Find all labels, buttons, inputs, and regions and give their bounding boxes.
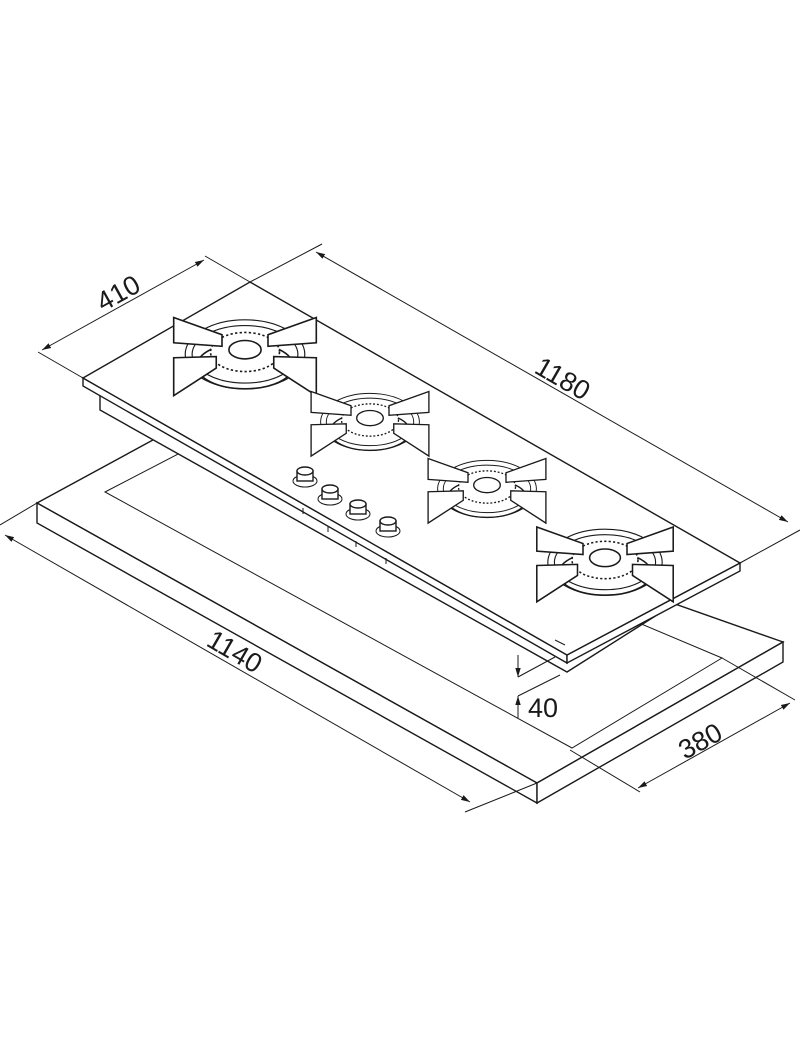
dimension-label-380: 380	[673, 717, 727, 765]
dimension-label-40: 40	[528, 693, 558, 723]
burner-4	[536, 525, 674, 604]
grate-arm	[536, 525, 584, 556]
grate-arm	[536, 563, 579, 604]
grate-ring	[547, 528, 663, 596]
grate-arm	[626, 525, 674, 556]
burner-cap	[588, 548, 622, 568]
burner-1	[172, 316, 318, 398]
dimension-label-1180: 1180	[530, 351, 595, 406]
dimension-40: 40	[515, 655, 561, 723]
grate-ring	[184, 319, 306, 390]
grate-arm	[631, 563, 674, 604]
burner-cap	[473, 476, 501, 494]
burner-cap	[228, 339, 262, 360]
grate-arm	[172, 355, 218, 398]
dimension-label-410: 410	[91, 269, 145, 317]
burner-cap	[356, 409, 384, 427]
